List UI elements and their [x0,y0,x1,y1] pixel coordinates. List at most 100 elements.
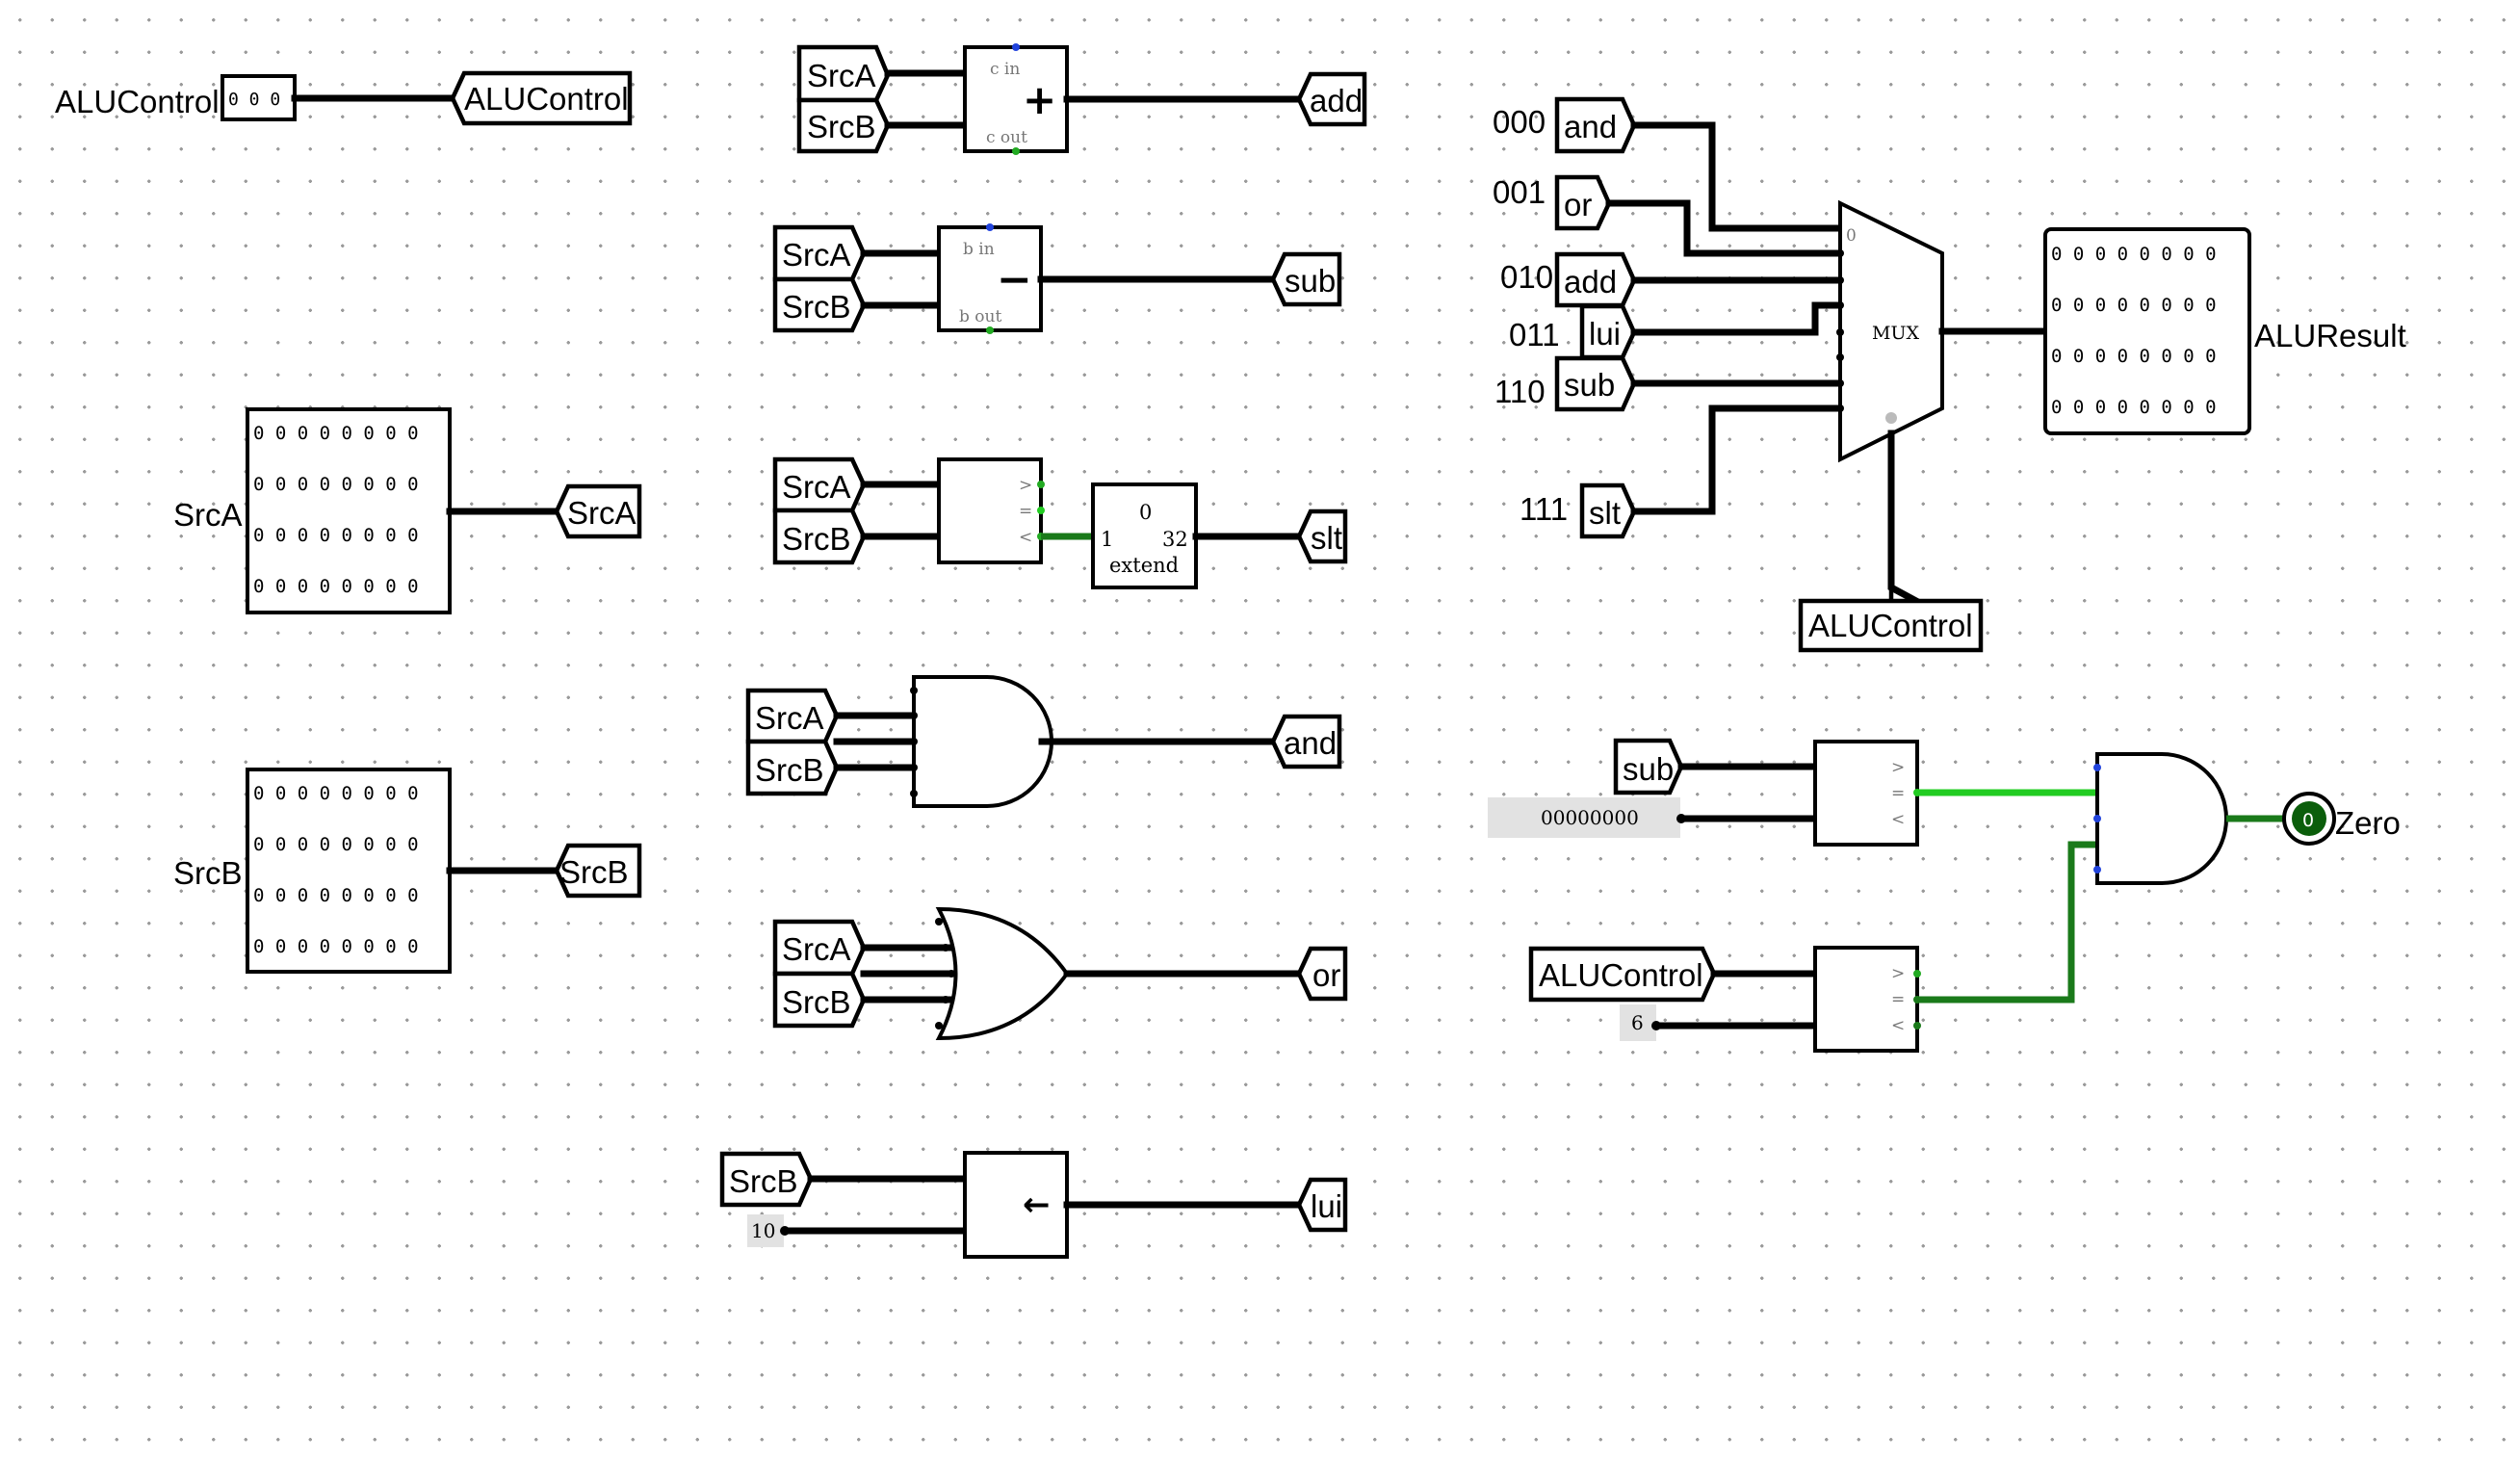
svg-text:=: = [1891,784,1905,803]
zero-constant-bg [1488,797,1680,838]
tunnel-lui-out[interactable]: lui [1296,1177,1348,1233]
mux-6to1[interactable]: 0 MUX [1836,199,1944,463]
zero-and-gate[interactable] [2093,752,2228,885]
zero-output-led[interactable]: 0 [2282,792,2336,846]
svg-text:b in: b in [963,240,995,259]
shift-constant-bg [747,1214,784,1247]
tunnel-srca-sub[interactable]: SrcA [772,224,867,282]
tunnel-srcb-slt[interactable]: SrcB [772,508,867,565]
svg-text:SrcA: SrcA [782,469,851,505]
svg-text:c out: c out [986,128,1027,147]
sign-extender[interactable]: 0 1 32 extend [1091,482,1198,589]
tunnel-sub-mux[interactable]: sub [1554,355,1637,412]
svg-text:0 0 0 0 0 0 0 0: 0 0 0 0 0 0 0 0 [2051,346,2217,367]
svg-text:0 0 0 0 0 0 0 0: 0 0 0 0 0 0 0 0 [2051,397,2217,418]
tunnel-slt-out[interactable]: slt [1296,508,1348,564]
mux-code-011: 011 [1509,317,1560,352]
tunnel-srcb-or[interactable]: SrcB [772,971,867,1029]
svg-text:0 0 0 0 0 0 0 0: 0 0 0 0 0 0 0 0 [253,525,419,546]
tunnel-or-out[interactable]: or [1296,946,1348,1002]
mux-code-001: 001 [1493,174,1546,210]
zero-comparator[interactable]: > = < [1813,740,1919,847]
and-gate[interactable] [910,675,1053,808]
svg-text:>: > [1891,758,1905,777]
tunnel-srca-and[interactable]: SrcA [745,688,840,744]
srca-register[interactable]: SrcA 0 0 0 0 0 0 0 0 0 0 0 0 0 0 0 0 0 0… [173,407,452,614]
tunnel-or-mux[interactable]: or [1554,174,1612,231]
srcb-register-label: SrcB [173,855,243,891]
tunnel-lui-mux[interactable]: lui [1579,303,1637,360]
svg-text:0 0 0 0 0 0 0 0: 0 0 0 0 0 0 0 0 [253,783,419,804]
zero-output-value: 0 [2302,810,2314,831]
tunnel-srca-or[interactable]: SrcA [772,919,867,977]
tunnel-alucontrol-out[interactable]: ALUControl [450,70,633,126]
svg-text:lui: lui [1311,1188,1342,1224]
alucontrol-comparator[interactable]: > = < [1813,946,1919,1053]
tunnel-alucontrol-mux-select[interactable]: ALUControl [1798,589,1984,653]
svg-text:0 0 0 0 0 0 0 0: 0 0 0 0 0 0 0 0 [2051,295,2217,316]
tunnel-alucontrol-zero[interactable]: ALUControl [1528,946,1717,1003]
svg-text:ALUControl: ALUControl [1539,957,1703,993]
six-constant-bg [1620,1004,1656,1041]
alucontrol-input-pin[interactable]: ALUControl 0 0 0 [55,74,297,121]
svg-text:SrcB: SrcB [782,289,851,325]
tunnel-slt-mux[interactable]: slt [1579,482,1637,539]
svg-text:SrcB: SrcB [807,109,876,144]
shift-constant: 10 [751,1219,775,1242]
svg-text:SrcA: SrcA [782,931,851,967]
svg-text:=: = [1891,990,1905,1009]
srcb-register[interactable]: SrcB 0 0 0 0 0 0 0 0 0 0 0 0 0 0 0 0 0 0… [173,768,452,974]
adder[interactable]: c in c out + [963,43,1069,155]
svg-text:<: < [1891,810,1905,829]
mux-code-110: 110 [1494,374,1546,409]
alucontrol-pin-bits: 0 0 0 [228,90,280,110]
tunnel-add-mux[interactable]: add [1554,251,1637,308]
svg-text:add: add [1310,83,1363,118]
svg-text:ALUControl: ALUControl [1808,608,1973,643]
svg-text:SrcA: SrcA [782,237,851,273]
svg-text:ALUControl: ALUControl [464,81,629,117]
tunnel-srcb-and[interactable]: SrcB [745,739,840,796]
tunnel-srca-out[interactable]: SrcA [554,483,642,539]
svg-text:0 0 0 0 0 0 0 0: 0 0 0 0 0 0 0 0 [253,576,419,597]
svg-text:sub: sub [1285,263,1336,299]
svg-text:SrcB: SrcB [755,752,824,788]
svg-text:SrcA: SrcA [807,58,876,93]
srca-register-label: SrcA [173,497,243,533]
tunnel-sub-zero[interactable]: sub [1613,738,1684,795]
svg-text:0 0 0 0 0 0 0 0: 0 0 0 0 0 0 0 0 [253,834,419,855]
svg-text:sub: sub [1564,367,1615,403]
svg-text:and: and [1564,109,1617,144]
svg-text:0 0 0 0 0 0 0 0: 0 0 0 0 0 0 0 0 [253,474,419,495]
aluresult-output-register[interactable]: 0 0 0 0 0 0 0 0 0 0 0 0 0 0 0 0 0 0 0 0 … [2043,227,2406,435]
tunnel-srcb-adder[interactable]: SrcB [796,97,891,154]
svg-text:and: and [1284,725,1337,761]
shifter[interactable]: ← [963,1151,1069,1259]
shift-left-arrow-icon: ← [1023,1186,1051,1224]
alucontrol-pin-label: ALUControl [55,84,220,119]
tunnel-srcb-sub[interactable]: SrcB [772,276,867,333]
tunnel-srcb-lui[interactable]: SrcB [719,1151,814,1208]
tunnel-and-out[interactable]: and [1270,714,1342,769]
svg-text:or: or [1564,187,1592,222]
zero-output-label: Zero [2335,805,2401,841]
slt-comparator[interactable]: > = < [937,457,1045,564]
tunnel-add-out[interactable]: add [1296,71,1367,127]
svg-text:>: > [1891,964,1905,983]
svg-text:slt: slt [1589,495,1621,531]
subtractor-minus-symbol: − [997,255,1032,304]
svg-text:SrcA: SrcA [755,700,824,736]
or-gate[interactable] [935,906,1070,1041]
tunnel-srca-adder[interactable]: SrcA [796,44,891,103]
svg-text:0 0 0 0 0 0 0 0: 0 0 0 0 0 0 0 0 [253,936,419,957]
svg-text:SrcA: SrcA [567,495,636,531]
subtractor[interactable]: b in b out − [937,223,1043,334]
svg-text:<: < [1891,1016,1905,1035]
tunnel-sub-out[interactable]: sub [1270,251,1342,307]
svg-text:<: < [1019,528,1032,547]
tunnel-and-mux[interactable]: and [1554,96,1637,154]
svg-text:0: 0 [1139,501,1152,524]
tunnel-srca-slt[interactable]: SrcA [772,456,867,513]
tunnel-srcb-out[interactable]: SrcB [554,843,642,899]
